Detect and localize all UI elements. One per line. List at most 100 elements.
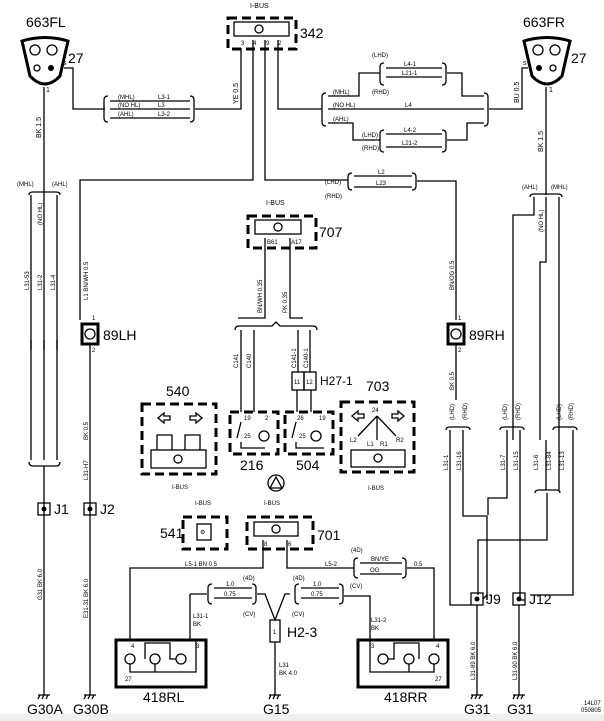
- svg-text:L31-16: L31-16: [457, 451, 463, 470]
- svg-text:L31-H7: L31-H7: [84, 460, 90, 480]
- svg-text:G30B: G30B: [73, 701, 109, 717]
- svg-text:C140-1: C140-1: [304, 348, 310, 368]
- svg-text:G15: G15: [263, 701, 290, 717]
- svg-text:27: 27: [435, 677, 442, 683]
- svg-text:(MHL): (MHL): [118, 95, 135, 101]
- lamp-418RL: 4 3 27 418RL: [114, 638, 208, 705]
- bulb-icon: [46, 44, 58, 56]
- svg-text:(RHD): (RHD): [569, 403, 575, 420]
- svg-text:L31-84: L31-84: [547, 451, 553, 470]
- svg-text:L3: L3: [158, 103, 165, 109]
- variant-bracket-left-gauge: (4D) 1.0 0.75 (CV): [189, 576, 290, 640]
- svg-text:(RHD): (RHD): [516, 403, 522, 420]
- bulb-icon: [377, 653, 389, 665]
- svg-text:L31-89 BK 6.0: L31-89 BK 6.0: [471, 641, 477, 680]
- svg-text:4: 4: [436, 644, 440, 650]
- bulb-icon: [29, 44, 41, 56]
- sensor-icon: ⚙: [200, 529, 205, 536]
- svg-text:(4D): (4D): [243, 576, 255, 582]
- junction-J2: J2: [83, 501, 115, 517]
- svg-text:C141: C141: [234, 353, 240, 368]
- wire: [277, 40, 322, 110]
- svg-text:(MHL): (MHL): [551, 185, 568, 191]
- wire: [489, 67, 528, 110]
- svg-text:OG: OG: [370, 568, 380, 574]
- bulb-icon: [450, 328, 462, 340]
- svg-text:BK 1.5: BK 1.5: [538, 131, 545, 152]
- svg-text:27: 27: [571, 50, 587, 66]
- svg-text:1.0: 1.0: [313, 582, 322, 588]
- module-703-frame: [339, 400, 416, 474]
- switch-216: 19 2 25 216: [228, 410, 280, 473]
- variant-bracket-left: (MHL) (AHL) (NO HL) L31-53 L31-2 L31-4: [17, 182, 68, 467]
- svg-text:541: 541: [160, 525, 184, 541]
- svg-text:L31-2: L31-2: [371, 618, 387, 624]
- svg-text:(LHD): (LHD): [503, 404, 509, 420]
- svg-text:3: 3: [241, 41, 245, 47]
- svg-text:(NO HL): (NO HL): [539, 210, 545, 232]
- svg-text:89LH: 89LH: [103, 327, 136, 343]
- svg-text:G31: G31: [464, 701, 491, 717]
- ground-G31-b: G31: [507, 694, 534, 717]
- svg-text:4: 4: [253, 41, 257, 47]
- bulb-icon: [124, 653, 136, 665]
- lamp-663FL-label: 663FL: [26, 14, 66, 30]
- svg-text:(CV): (CV): [243, 612, 255, 618]
- module-342-frame: [226, 16, 298, 51]
- svg-text:L23: L23: [376, 181, 387, 187]
- svg-text:12: 12: [306, 380, 313, 386]
- svg-text:J2: J2: [100, 501, 115, 517]
- svg-text:2: 2: [458, 348, 462, 354]
- lamp-housing: [522, 36, 572, 86]
- wire: [264, 40, 348, 181]
- bulb-icon: [84, 328, 96, 340]
- svg-text:(NO HL): (NO HL): [333, 103, 355, 109]
- svg-text:4: 4: [131, 644, 135, 650]
- svg-text:(RHD): (RHD): [463, 403, 469, 420]
- svg-text:A17: A17: [291, 240, 302, 246]
- arrow-left-icon: [156, 411, 171, 425]
- svg-text:J9: J9: [486, 591, 501, 607]
- arrow-right-icon: [391, 409, 406, 423]
- led-icon: [156, 434, 201, 450]
- svg-text:BK: BK: [371, 626, 379, 632]
- arrow-left-icon: [350, 409, 365, 423]
- switch-icon: [236, 421, 265, 449]
- svg-text:0.75: 0.75: [311, 592, 323, 598]
- ground-G30B: G30B: [73, 694, 109, 717]
- wire: [417, 180, 457, 320]
- svg-text:11: 11: [294, 380, 301, 386]
- svg-text:L31-2: L31-2: [38, 274, 44, 290]
- svg-text:L31-13: L31-13: [560, 451, 566, 470]
- module-707-frame: [246, 214, 318, 250]
- svg-text:I-BUS: I-BUS: [264, 501, 280, 507]
- variant-bracket-l5-2: (4D) BN/YE OG (CV) 0.5: [350, 548, 423, 590]
- bottom-bar: [0, 714, 604, 721]
- svg-text:I-BUS: I-BUS: [368, 486, 384, 492]
- svg-text:(CV): (CV): [292, 612, 304, 618]
- svg-text:L3-1: L3-1: [158, 95, 171, 101]
- svg-text:2: 2: [265, 416, 269, 422]
- module-541-frame: [181, 515, 229, 551]
- svg-text:L4-2: L4-2: [404, 128, 417, 134]
- wire: [64, 67, 105, 110]
- bulb-icon: [549, 64, 557, 72]
- svg-text:L4-1: L4-1: [404, 62, 417, 68]
- svg-text:701: 701: [317, 527, 341, 543]
- svg-text:418RL: 418RL: [143, 689, 184, 705]
- svg-text:L3-2: L3-2: [158, 112, 171, 118]
- svg-text:G31 BK 6.0: G31 BK 6.0: [38, 568, 44, 600]
- wire: [129, 540, 264, 640]
- svg-text:89RH: 89RH: [469, 327, 505, 343]
- module-703: 703 24 L2 L1 R1 R2 I-BUS: [339, 378, 416, 492]
- svg-text:25: 25: [299, 434, 306, 440]
- svg-text:J1: J1: [54, 501, 69, 517]
- svg-text:0.75: 0.75: [224, 592, 236, 598]
- svg-text:24: 24: [372, 408, 379, 414]
- svg-text:2: 2: [92, 348, 96, 354]
- bulb-icon: [532, 44, 544, 56]
- module-540: 540 I-BUS: [140, 383, 218, 491]
- bulb-icon: [310, 430, 322, 442]
- svg-text:I-BUS: I-BUS: [195, 501, 211, 507]
